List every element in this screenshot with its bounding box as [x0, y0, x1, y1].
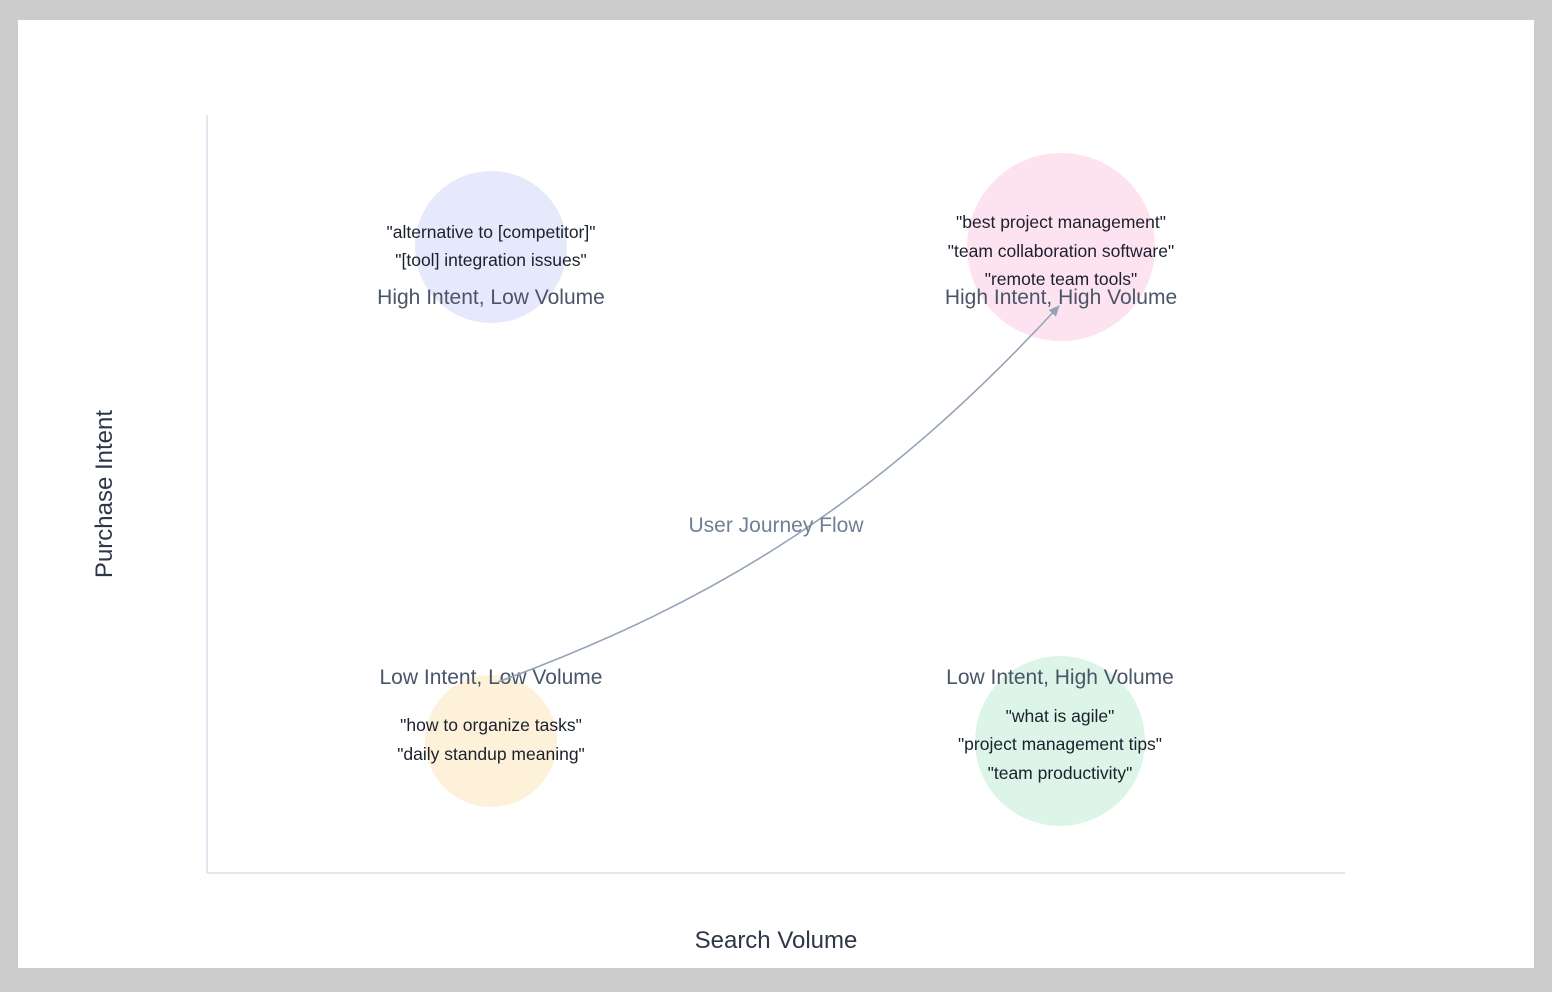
keyword: "alternative to [competitor]"	[387, 222, 596, 242]
x-axis-label: Search Volume	[695, 927, 858, 954]
flow-label: User Journey Flow	[688, 514, 864, 537]
quadrant-label: High Intent, High Volume	[945, 286, 1177, 309]
diagram-canvas	[18, 20, 1534, 968]
quadrant-low-intent-high-volume: Low Intent, High Volume "what is agile" …	[946, 656, 1174, 826]
keyword: "team collaboration software"	[948, 241, 1174, 261]
keyword: "[tool] integration issues"	[395, 250, 586, 270]
user-journey-arrow	[497, 305, 1060, 683]
quadrant-high-intent-high-volume: "best project management" "team collabor…	[945, 153, 1177, 341]
keyword: "what is agile"	[1006, 706, 1115, 726]
keyword: "daily standup meaning"	[397, 744, 585, 764]
quadrant-low-intent-low-volume: Low Intent, Low Volume "how to organize …	[380, 666, 603, 807]
keyword: "remote team tools"	[985, 269, 1137, 289]
quadrant-high-intent-low-volume: "alternative to [competitor]" "[tool] in…	[377, 171, 605, 323]
bubble-low-intent-high-volume	[975, 656, 1145, 826]
bubble-high-intent-low-volume	[415, 171, 567, 323]
y-axis-label: Purchase Intent	[91, 410, 118, 578]
bubble-high-intent-high-volume	[967, 153, 1155, 341]
keyword: "team productivity"	[988, 763, 1133, 783]
bubble-low-intent-low-volume	[425, 675, 557, 807]
keyword: "best project management"	[956, 212, 1166, 232]
quadrant-label: Low Intent, Low Volume	[380, 666, 603, 689]
keyword: "project management tips"	[958, 734, 1162, 754]
quadrant-label: Low Intent, High Volume	[946, 666, 1174, 689]
quadrant-label: High Intent, Low Volume	[377, 286, 605, 309]
keyword: "how to organize tasks"	[400, 715, 582, 735]
